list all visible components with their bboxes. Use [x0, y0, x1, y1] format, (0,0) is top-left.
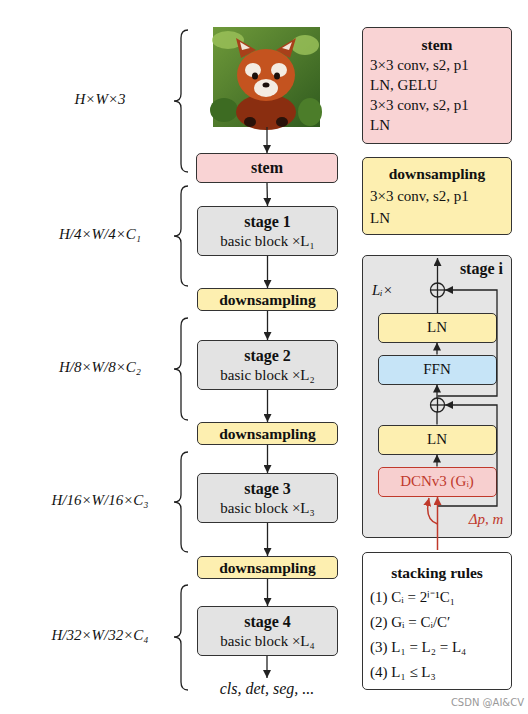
node-title: LN — [427, 319, 447, 336]
red-panda-photo — [210, 27, 322, 130]
output-tasks: cls, det, seg, ... — [187, 680, 347, 698]
node-title: stacking rules — [370, 560, 504, 585]
dimension-label: H/16×W/16×C₃ — [25, 492, 175, 509]
node-title: stage 3 — [244, 479, 291, 499]
node-text: 3×3 conv, s2, p1 — [370, 55, 504, 75]
node-title: downsampling — [219, 425, 315, 443]
stage-box: stage 3basic block ×L₃ — [197, 473, 338, 523]
node-text: (2) Gᵢ = Cᵢ/C′ — [370, 610, 504, 635]
dimension-label: H/4×W/4×C₁ — [25, 226, 175, 243]
stage-box: stage 4basic block ×L₄ — [197, 606, 338, 656]
flow-arrow — [267, 256, 268, 288]
node-title: stage 2 — [244, 346, 291, 366]
flow-arrow — [436, 343, 437, 355]
node-text: LN, GELU — [370, 75, 504, 95]
node-text: 3×3 conv, s2, p1 — [370, 185, 504, 207]
node-text: Lᵢ× — [372, 282, 393, 299]
downsampling-box: downsampling — [197, 422, 338, 445]
offset-label: Δp, m — [460, 511, 512, 528]
node-text: (3) L₁ = L₂ = L₄ — [370, 635, 504, 660]
dimension-label: H/8×W/8×C₂ — [25, 359, 175, 376]
node-text: (1) Cᵢ = 2ⁱ⁻¹C₁ — [370, 585, 504, 610]
dimension-label: H/32×W/32×C₄ — [25, 627, 175, 644]
stem-detail-box: stem3×3 conv, s2, p1LN, GELU3×3 conv, s2… — [362, 27, 512, 144]
norm-box: LN — [378, 313, 497, 343]
node-text: LN — [370, 115, 504, 135]
node-title: stage 4 — [244, 612, 291, 632]
node-title: stem — [251, 158, 283, 178]
downsampling-detail-box: downsampling3×3 conv, s2, p1LN — [362, 157, 512, 235]
downsampling-box: downsampling — [197, 556, 338, 579]
node-text: basic block ×L₂ — [220, 366, 315, 385]
node-title: downsampling — [219, 559, 315, 577]
flow-arrow — [266, 183, 268, 206]
ffn-box: FFN — [378, 355, 497, 385]
stage-box: stage 1basic block ×L₁ — [197, 206, 338, 256]
node-text: 3×3 conv, s2, p1 — [370, 95, 504, 115]
node-text: basic block ×L₁ — [220, 232, 315, 251]
node-title: stage i — [460, 260, 503, 278]
flow-arrow — [267, 523, 268, 556]
node-title: stem — [370, 35, 504, 55]
dimension-braces — [174, 30, 188, 690]
node-title: LN — [427, 431, 447, 448]
norm-box: LN — [378, 425, 497, 455]
flow-arrow — [267, 445, 268, 473]
stem-box: stem — [196, 153, 338, 183]
node-title: DCNv3 (Gᵢ) — [400, 473, 474, 490]
flow-arrow — [267, 311, 268, 340]
node-text: (4) L₁ ≤ L₃ — [370, 660, 504, 685]
dimension-label: H×W×3 — [25, 91, 175, 108]
flow-arrow — [267, 390, 268, 422]
node-title: FFN — [423, 361, 451, 378]
flow-arrow — [436, 385, 437, 425]
flow-arrow — [436, 455, 437, 467]
node-title: stage 1 — [244, 212, 291, 232]
dcn-box: DCNv3 (Gᵢ) — [378, 467, 497, 497]
watermark: CSDN @AI&CV — [420, 697, 524, 708]
downsampling-box: downsampling — [197, 288, 338, 311]
rules-box: stacking rules(1) Cᵢ = 2ⁱ⁻¹C₁(2) Gᵢ = Cᵢ… — [362, 552, 512, 690]
node-text: LN — [370, 207, 504, 229]
node-title: downsampling — [219, 291, 315, 309]
stage-box: stage 2basic block ×L₂ — [197, 340, 338, 390]
node-text: basic block ×L₄ — [220, 632, 315, 651]
node-title: downsampling — [370, 163, 504, 185]
flow-arrow — [267, 579, 268, 606]
stage-detail-box: stage i Lᵢ× LN FFN LN DCNv3 (Gᵢ) — [362, 255, 512, 538]
node-text: basic block ×L₃ — [220, 499, 315, 518]
